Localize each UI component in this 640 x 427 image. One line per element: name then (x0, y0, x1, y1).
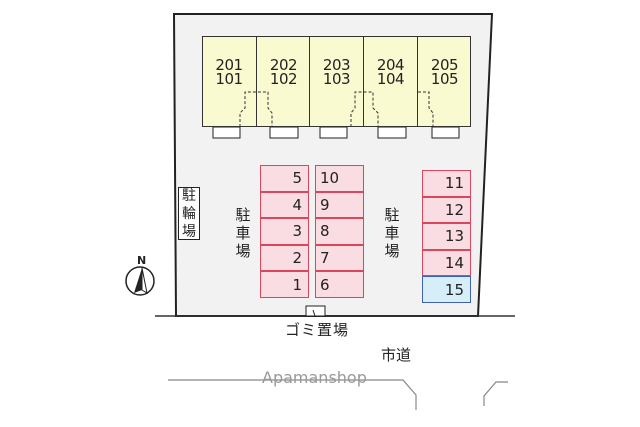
parking-space-7: 7 (315, 244, 364, 272)
parking-space-13: 13 (422, 223, 471, 250)
garbage-area-label: ゴミ置場 (285, 321, 350, 339)
parking-space-5: 5 (260, 165, 309, 192)
parking-space-6: 6 (315, 271, 364, 298)
compass-north-label: N (137, 254, 147, 267)
parking-space-14: 14 (422, 249, 471, 277)
parking-label-right: 駐車場 (384, 206, 400, 260)
parking-space-8: 8 (315, 218, 364, 245)
parking-space-11: 11 (422, 170, 471, 197)
parking-label-left: 駐車場 (235, 206, 251, 260)
parking-space-15: 15 (422, 276, 471, 303)
parking-space-1: 1 (260, 271, 309, 298)
road-label: 市道 (381, 346, 412, 364)
road-line (168, 379, 417, 410)
parking-space-12: 12 (422, 196, 471, 224)
bicycle-parking-label: 駐輪場 (182, 188, 196, 240)
parking-space-3: 3 (260, 218, 309, 245)
watermark: Apamanshop (262, 368, 367, 387)
road-curve (483, 381, 508, 406)
entrances (212, 126, 460, 139)
parking-space-4: 4 (260, 191, 309, 219)
garbage-box (305, 305, 326, 317)
parking-space-9: 9 (315, 191, 364, 219)
parking-space-10: 10 (315, 165, 364, 192)
parking-space-2: 2 (260, 244, 309, 272)
